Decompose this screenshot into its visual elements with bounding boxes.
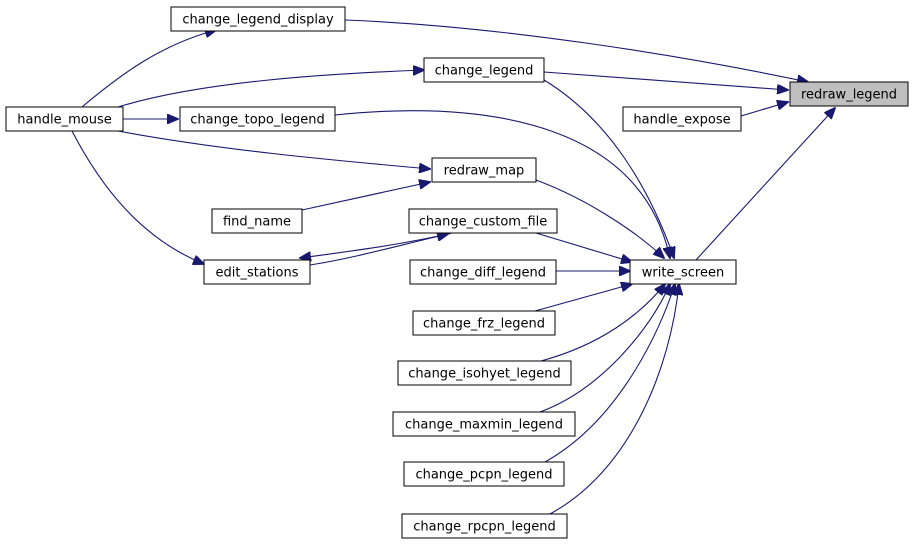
node-change-legend-display[interactable]: change_legend_display	[170, 6, 346, 32]
edge-redraw_map-to-write_screen	[535, 179, 664, 258]
edge-handle_mouse-to-edit_stations	[71, 130, 204, 264]
node-change-legend[interactable]: change_legend	[423, 57, 545, 83]
nodes-layer: redraw_legend change_legend_displaychange…	[5, 6, 909, 539]
node-box[interactable]	[403, 461, 565, 487]
node-box[interactable]	[5, 106, 124, 132]
edge-change_maxmin_legend-to-write_screen	[539, 284, 670, 413]
node-label: change_isohyet_legend	[408, 367, 561, 382]
node-box[interactable]	[401, 513, 568, 539]
node-box[interactable]	[170, 6, 346, 32]
edge-change_rpcpn_legend-to-write_screen	[549, 284, 679, 515]
node-label: handle_mouse	[17, 113, 111, 128]
edge-change_custom_file-to-edit_stations	[300, 232, 453, 258]
node-label: change_custom_file	[419, 215, 548, 230]
node-label: redraw_legend	[801, 88, 897, 103]
node-label: change_pcpn_legend	[415, 468, 552, 483]
edge-change_legend_display-to-redraw_legend	[344, 19, 808, 82]
edge-handle_mouse-to-change_legend_display	[81, 30, 216, 108]
node-label: change_diff_legend	[420, 266, 546, 281]
node-find-name[interactable]: find_name	[211, 208, 303, 234]
edge-change_legend-to-redraw_legend	[543, 71, 788, 90]
node-label: change_legend_display	[182, 13, 334, 28]
node-label: handle_expose	[633, 113, 730, 128]
edge-change_pcpn_legend-to-write_screen	[544, 284, 675, 463]
node-label: write_screen	[642, 266, 724, 281]
node-write-screen[interactable]: write_screen	[629, 259, 737, 285]
node-box[interactable]	[629, 259, 737, 285]
edge-handle_mouse-to-redraw_map	[117, 130, 430, 169]
node-change-topo-legend[interactable]: change_topo_legend	[179, 106, 336, 132]
edge-write_screen-to-redraw_legend	[695, 108, 835, 261]
node-box[interactable]	[203, 259, 311, 285]
node-change-pcpn-legend[interactable]: change_pcpn_legend	[403, 461, 565, 487]
node-box[interactable]	[211, 208, 303, 234]
edge-change_isohyet_legend-to-write_screen	[540, 284, 665, 362]
node-handle-mouse[interactable]: handle_mouse	[5, 106, 124, 132]
node-box[interactable]	[409, 259, 557, 285]
edge-change_frz_legend-to-write_screen	[534, 284, 632, 312]
node-box[interactable]	[412, 310, 556, 336]
edge-find_name-to-redraw_map	[301, 182, 430, 211]
node-change-maxmin-legend[interactable]: change_maxmin_legend	[392, 411, 576, 437]
node-handle-expose[interactable]: handle_expose	[622, 106, 742, 132]
edge-change_custom_file-to-write_screen	[535, 232, 632, 262]
node-box[interactable]	[622, 106, 742, 132]
edge-handle_expose-to-redraw_legend	[740, 102, 788, 117]
node-box[interactable]	[397, 360, 572, 386]
node-box[interactable]	[392, 411, 576, 437]
node-box[interactable]	[431, 157, 537, 183]
node-label: redraw_map	[444, 164, 525, 179]
edges-layer	[71, 19, 835, 515]
node-change-frz-legend[interactable]: change_frz_legend	[412, 310, 556, 336]
node-box[interactable]	[423, 57, 545, 83]
node-label: change_topo_legend	[190, 113, 324, 128]
node-change-diff-legend[interactable]: change_diff_legend	[409, 259, 557, 285]
node-box[interactable]	[408, 208, 558, 234]
node-redraw-legend[interactable]: redraw_legend	[789, 81, 909, 107]
node-box[interactable]	[179, 106, 336, 132]
node-change-rpcpn-legend[interactable]: change_rpcpn_legend	[401, 513, 568, 539]
node-label: change_frz_legend	[423, 317, 545, 332]
node-box[interactable]	[789, 81, 909, 107]
edge-edit_stations-to-change_custom_file	[309, 234, 448, 266]
edge-handle_mouse-to-change_legend	[117, 70, 424, 108]
node-label: change_legend	[435, 64, 534, 79]
node-label: change_rpcpn_legend	[413, 520, 555, 535]
node-label: find_name	[223, 215, 291, 230]
edge-change_topo_legend-to-write_screen	[334, 110, 670, 258]
edge-change_legend-to-write_screen	[543, 79, 674, 258]
node-label: change_maxmin_legend	[405, 418, 563, 433]
node-label: edit_stations	[216, 266, 299, 281]
node-change-custom-file[interactable]: change_custom_file	[408, 208, 558, 234]
node-redraw-map[interactable]: redraw_map	[431, 157, 537, 183]
node-edit-stations[interactable]: edit_stations	[203, 259, 311, 285]
node-change-isohyet-legend[interactable]: change_isohyet_legend	[397, 360, 572, 386]
